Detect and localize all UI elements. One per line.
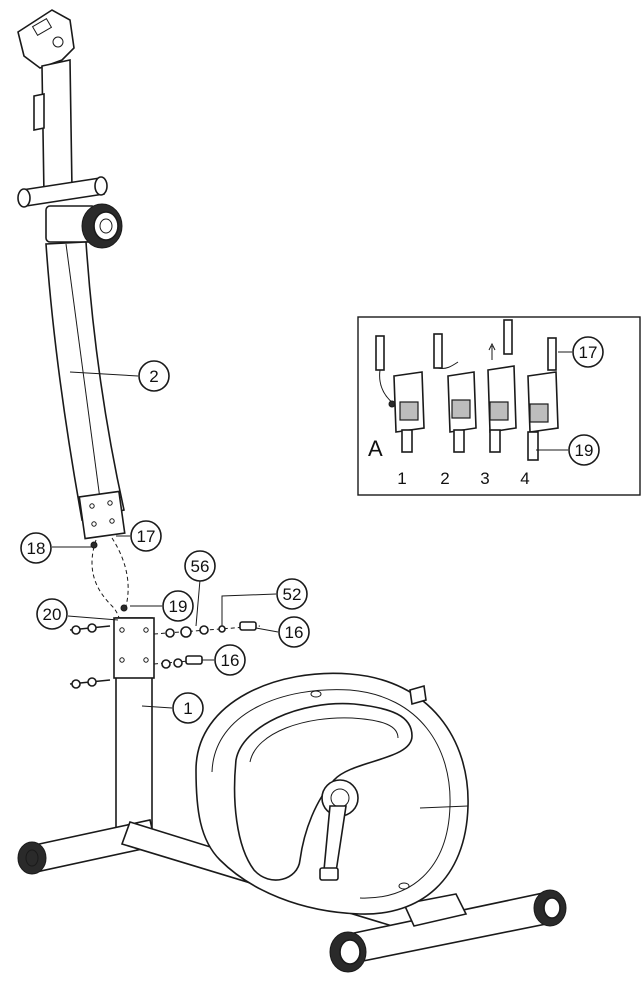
inset-callout-17: 17 [558,336,604,368]
bolt-right-top [153,621,261,638]
callout-17-main: 17 [116,520,162,552]
inset-step-3-figure [487,319,517,453]
bolts-washers [69,621,261,689]
callout-18: 18 [20,532,92,564]
callout-17-main-label: 17 [137,527,156,546]
bolt-left-bottom [69,677,111,689]
callout-20-label: 20 [43,605,62,624]
inset-step-4-figure [527,337,559,461]
inset-detail-a: A [357,316,641,496]
inset-step-2-figure [433,333,477,453]
callout-19-main-label: 19 [169,597,188,616]
inset-step-3-label: 3 [480,469,489,488]
callout-52: 52 [221,578,308,626]
callout-2: 2 [69,360,170,392]
bolt-left-top [69,623,111,635]
inset-callout-19: 19 [536,434,600,466]
callout-18-label: 18 [27,539,46,558]
callout-2-label: 2 [149,367,158,386]
inset-callout-19-label: 19 [575,441,594,460]
inset-step-1-figure [375,335,425,453]
callout-16-top: 16 [255,616,310,648]
inset-callout-17-label: 17 [579,343,598,362]
inset-step-2-label: 2 [440,469,449,488]
inset-step-4-label: 4 [520,469,529,488]
callout-1-label: 1 [183,699,192,718]
callout-19-main: 19 [130,590,194,622]
callout-16-bottom-label: 16 [221,651,240,670]
callout-1: 1 [141,692,204,724]
callout-56-label: 56 [191,557,210,576]
inset-step-1-label: 1 [397,469,406,488]
callout-52-label: 52 [283,585,302,604]
callout-16-bottom: 16 [202,644,246,676]
inset-label: A [368,436,383,461]
callout-16-top-label: 16 [285,623,304,642]
lower-post [113,617,155,833]
handlebar-post [17,9,126,540]
callout-20: 20 [36,598,119,630]
sensor-wires [90,537,129,629]
flywheel-housing [195,672,469,915]
callout-56: 56 [184,550,216,627]
bolt-right-bottom [153,655,203,669]
